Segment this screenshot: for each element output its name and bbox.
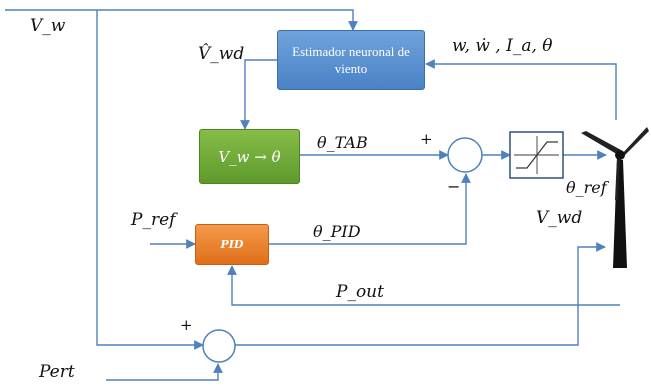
vw-to-theta-block: V_w → θ bbox=[199, 129, 300, 184]
signal-p-ref: P_ref bbox=[131, 210, 176, 230]
signal-vwd-estimated: V̂_wd bbox=[198, 44, 245, 64]
wire-vw-to-estimator bbox=[5, 9, 358, 31]
map-label: V_w → θ bbox=[218, 147, 281, 166]
signal-p-out: P_out bbox=[336, 282, 384, 302]
wire-sum2-to-turbine bbox=[235, 242, 606, 346]
signal-vwd: V_wd bbox=[536, 208, 583, 228]
wire-turbine-to-estimator bbox=[425, 59, 617, 120]
wire-pert-to-sum2 bbox=[106, 363, 223, 381]
wire-estimator-to-map bbox=[240, 59, 277, 130]
sum2-plus-sign: + bbox=[180, 316, 193, 334]
sum1-minus-sign: − bbox=[447, 177, 461, 196]
saturation-block bbox=[509, 131, 564, 179]
pid-block: PID bbox=[195, 224, 269, 265]
signal-vw: V_w bbox=[30, 16, 66, 36]
signal-estimator-inputs: w, ẇ , I_a, θ bbox=[452, 36, 553, 56]
neural-wind-estimator-block: Estimador neuronal de viento bbox=[277, 30, 425, 90]
wire-pid-to-sum1 bbox=[269, 173, 471, 245]
wire-pout-to-pid bbox=[227, 265, 620, 306]
signal-theta-pid: θ_PID bbox=[313, 222, 361, 241]
signal-theta-tab: θ_TAB bbox=[317, 133, 368, 152]
estimator-label: Estimador neuronal de viento bbox=[292, 44, 410, 76]
signal-pert: Pert bbox=[39, 362, 75, 382]
sum1-plus-sign: + bbox=[420, 130, 433, 148]
summing-junction-2 bbox=[202, 329, 236, 363]
wire-vw-to-sum2 bbox=[96, 10, 204, 350]
pid-label: PID bbox=[220, 238, 244, 251]
wind-turbine-icon bbox=[581, 127, 649, 268]
summing-junction-1 bbox=[447, 137, 483, 173]
signal-theta-ref: θ_ref bbox=[566, 178, 607, 197]
